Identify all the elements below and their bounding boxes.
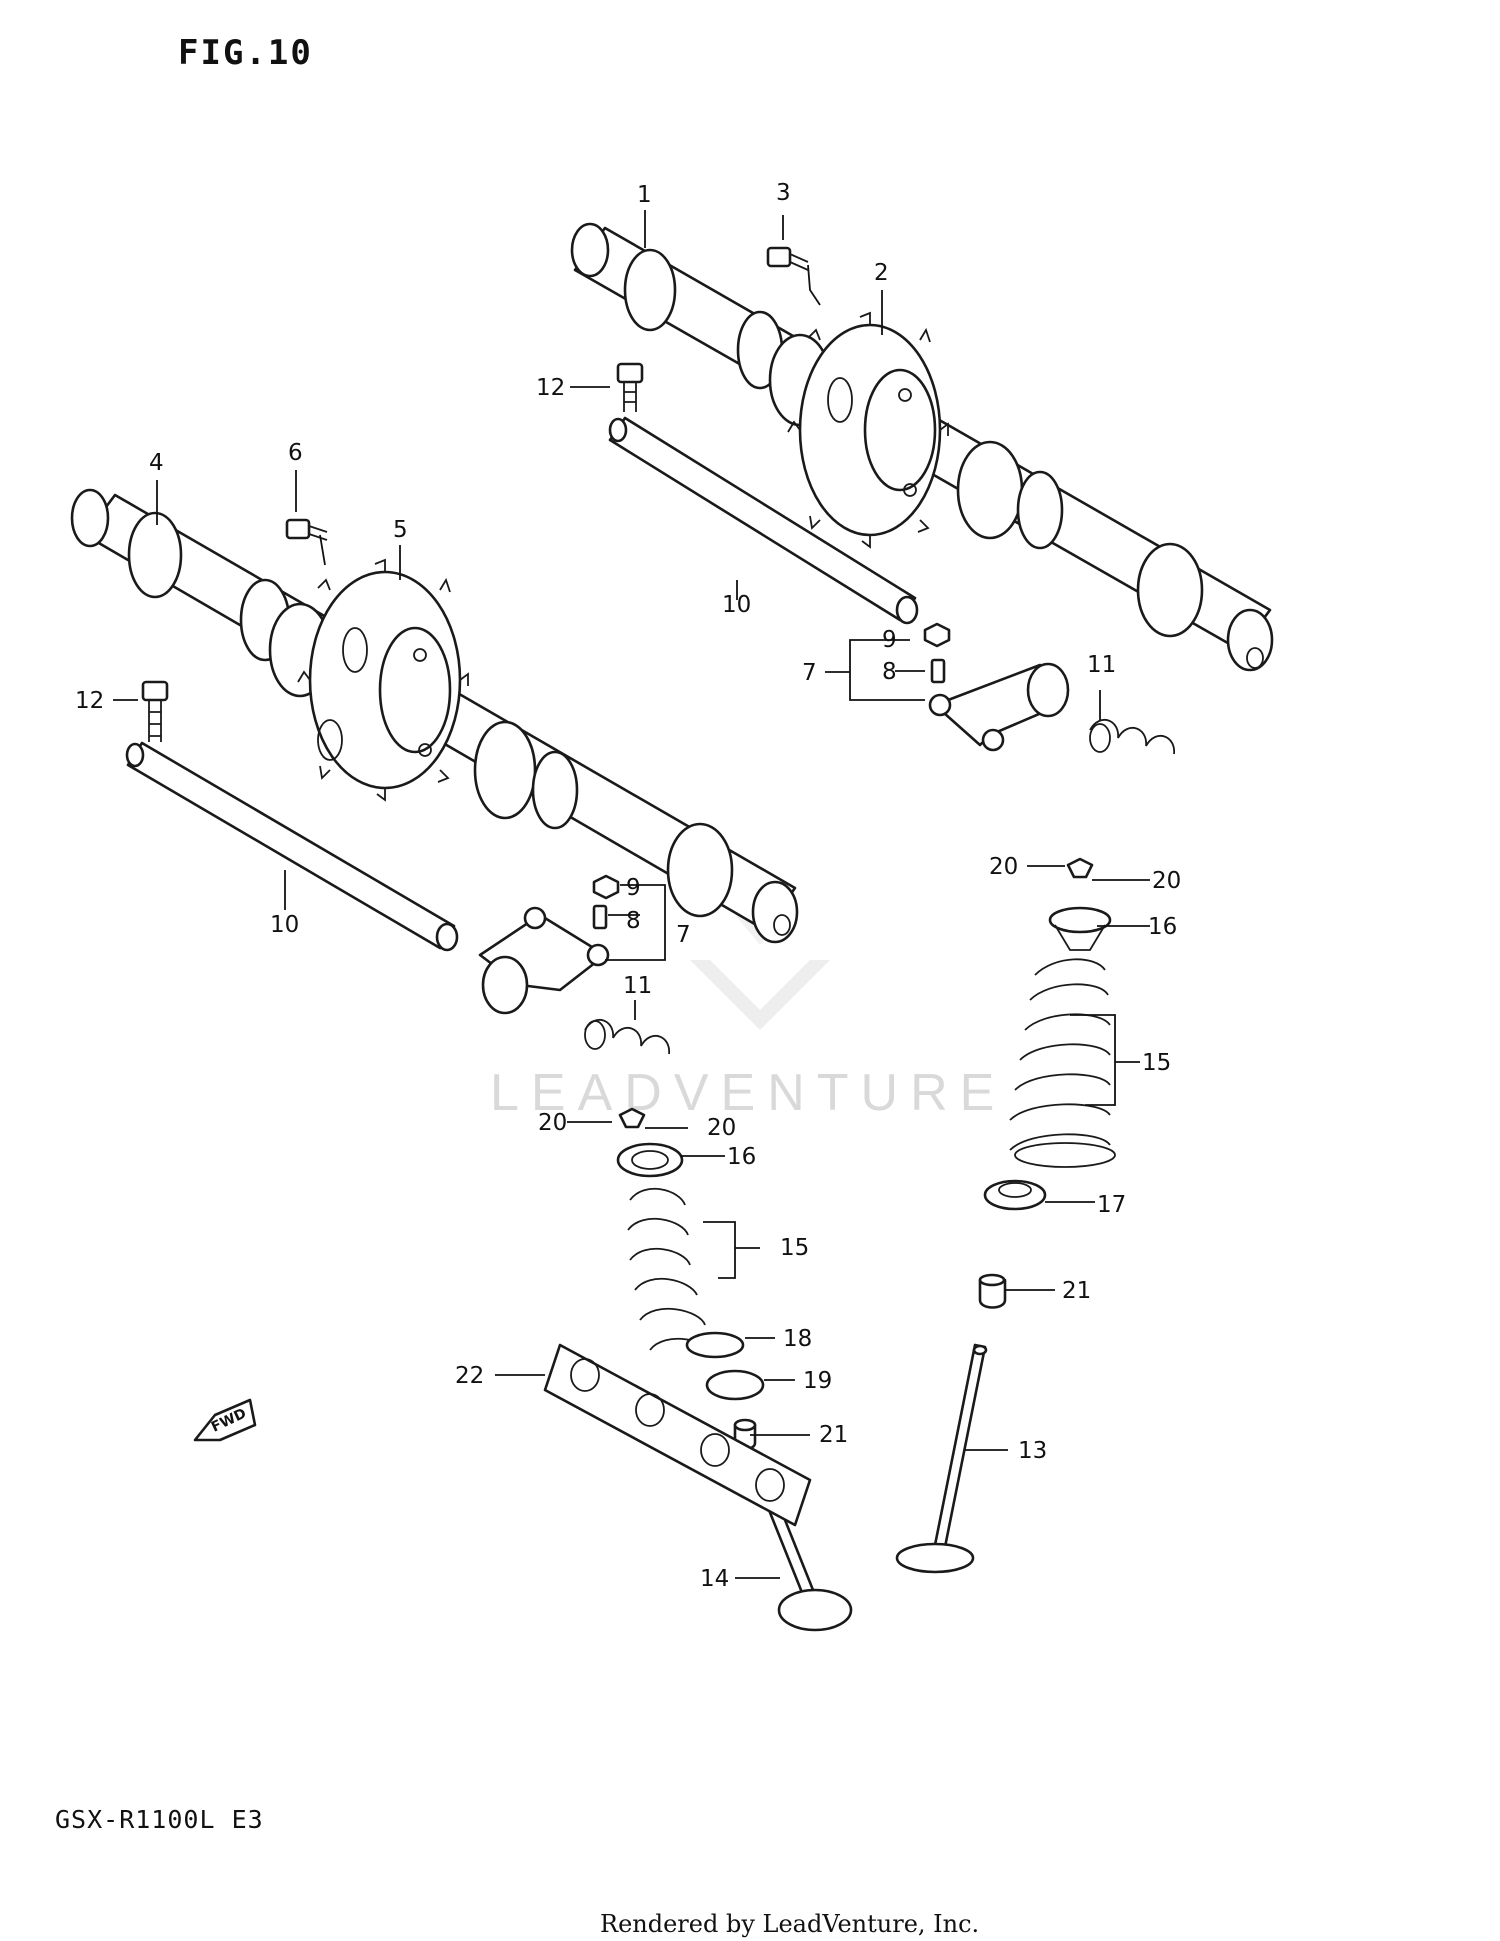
- callout-3: 3: [776, 180, 791, 206]
- callout-17: 17: [1097, 1192, 1126, 1218]
- callout-21-center: 21: [819, 1422, 848, 1448]
- sprocket-bolt-lower: [285, 518, 328, 541]
- rocker-arm-lower: [478, 906, 610, 1015]
- rocker-arm-upper: [928, 662, 1070, 752]
- valve-guide-right: [978, 1273, 1007, 1309]
- callout-10-upper: 10: [722, 592, 751, 618]
- spring-seat-center: [685, 1331, 745, 1359]
- rocker-shaft-lower: [125, 741, 459, 952]
- callout-22: 22: [455, 1363, 484, 1389]
- cam-sprocket-upper: [787, 311, 949, 549]
- adjust-screw-lower: [592, 904, 608, 930]
- fwd-arrow-icon: FWD: [193, 1398, 257, 1442]
- watermark-text: LEADVENTURE: [490, 1064, 1006, 1122]
- cotter-center: [618, 1107, 646, 1129]
- valve-spring-right: [1009, 958, 1116, 1168]
- figure-title: FIG.10: [178, 33, 313, 73]
- callout-13: 13: [1018, 1438, 1047, 1464]
- callout-1: 1: [637, 182, 652, 208]
- callout-6: 6: [288, 440, 303, 466]
- rocker-spring-upper: [1089, 718, 1175, 755]
- callout-20-right-right: 20: [1152, 868, 1181, 894]
- retainer-center: [616, 1142, 684, 1178]
- cam-sprocket-lower: [297, 558, 469, 802]
- callout-20-center-right: 20: [707, 1115, 736, 1141]
- callout-20-right-left: 20: [989, 854, 1018, 880]
- callout-15-right: 15: [1142, 1050, 1171, 1076]
- callout-16-center: 16: [727, 1144, 756, 1170]
- adjust-screw-upper: [930, 658, 946, 684]
- cotter-right: [1066, 857, 1094, 879]
- callout-5: 5: [393, 517, 408, 543]
- callout-11-lower: 11: [623, 973, 652, 999]
- valve-plate-gasket: [543, 1343, 812, 1527]
- callout-21-right: 21: [1062, 1278, 1091, 1304]
- callout-18: 18: [783, 1326, 812, 1352]
- callout-2: 2: [874, 260, 889, 286]
- callout-9-upper: 9: [882, 627, 897, 653]
- valve-intake: [895, 1343, 988, 1574]
- callout-4: 4: [149, 450, 164, 476]
- washer-center: [705, 1369, 765, 1401]
- valve-spring-center: [627, 1188, 716, 1356]
- retainer-right: [1048, 906, 1112, 951]
- footer-credit: Rendered by LeadVenture, Inc.: [600, 1910, 979, 1938]
- shaft-bolt-upper: [616, 362, 644, 412]
- callout-12-upper: 12: [536, 375, 565, 401]
- rocker-spring-lower: [584, 1018, 670, 1055]
- model-code: GSX-R1100L E3: [55, 1805, 264, 1834]
- adjust-nut-lower: [592, 874, 620, 900]
- leader-lines: [113, 210, 1150, 1579]
- callout-12-lower: 12: [75, 688, 104, 714]
- adjust-nut-upper: [923, 622, 951, 648]
- callout-8-upper: 8: [882, 659, 897, 685]
- callout-7-lower: 7: [676, 922, 691, 948]
- callout-15-center: 15: [780, 1235, 809, 1261]
- callout-11-upper: 11: [1087, 652, 1116, 678]
- callouts: 1 3 2 4 6 5 12 12 10 10 9 8 7 11 9 8 7 1…: [75, 180, 1181, 1592]
- callout-14: 14: [700, 1566, 729, 1592]
- rocker-shaft-upper: [608, 416, 919, 625]
- valve-seal-right: [983, 1179, 1047, 1211]
- callout-10-lower: 10: [270, 912, 299, 938]
- callout-19: 19: [803, 1368, 832, 1394]
- sprocket-bolt-upper: [766, 246, 809, 271]
- callout-8-lower: 8: [626, 908, 641, 934]
- callout-7-upper: 7: [802, 660, 817, 686]
- shaft-bolt-lower: [141, 680, 169, 742]
- callout-9-lower: 9: [626, 875, 641, 901]
- callout-20-center-left: 20: [538, 1110, 567, 1136]
- callout-16-right: 16: [1148, 914, 1177, 940]
